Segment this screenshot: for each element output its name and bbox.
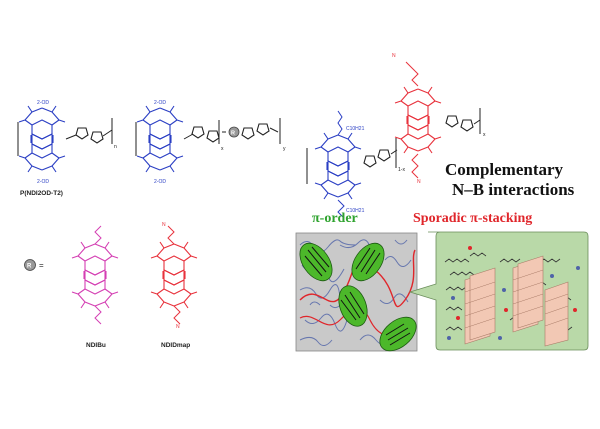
p3-index-x: x — [483, 132, 486, 138]
p3-index-1x: 1-x — [398, 167, 405, 173]
p3-side-bottom: C10H21 — [346, 208, 365, 214]
complementary-line2: N–B interactions — [452, 180, 575, 199]
naphthalene-diimide-icon — [314, 132, 362, 200]
speech-bubble-icon — [408, 231, 589, 351]
thiophene-icon — [445, 115, 459, 128]
thiophene-icon — [256, 123, 270, 136]
r-group-icon — [24, 259, 36, 271]
polymer-copolymer-r — [135, 105, 281, 173]
p2-index-y: y — [283, 146, 286, 152]
p3-side-top: C10H21 — [346, 126, 365, 132]
thiophene-icon — [377, 149, 391, 162]
dimethylamino-icon: N — [417, 179, 421, 185]
thiophene-icon — [241, 127, 255, 140]
pi-order-panel — [292, 232, 423, 358]
thiophene-icon — [206, 130, 220, 143]
alkyl-chain-icon — [337, 110, 343, 136]
polymer-p-ndi2od-t2 — [17, 105, 113, 173]
naphthalene-diimide-icon — [394, 86, 442, 154]
ndibu-structure — [71, 225, 119, 325]
p2-sub-top: 2-OD — [154, 100, 166, 106]
naphthalene-diimide-icon — [71, 241, 119, 309]
naphthalene-diimide-icon — [18, 105, 66, 173]
sporadic-panel — [444, 246, 580, 347]
legend-r-symbol: R — [27, 264, 32, 270]
pi-order-label: π-order — [312, 211, 358, 226]
p1-name: P(NDI2OD-T2) — [20, 190, 63, 197]
legend-equals: = — [39, 261, 44, 270]
thiophene-icon — [75, 127, 89, 140]
thiophene-icon — [460, 119, 474, 132]
r-group-icon — [228, 126, 240, 138]
p2-sub-bottom: 2-OD — [154, 179, 166, 185]
p1-sub-top: 2-OD — [37, 100, 49, 106]
p2-index-x: x — [221, 146, 224, 152]
complementary-line1: Complementary — [445, 160, 564, 179]
thiophene-icon — [363, 155, 377, 168]
thiophene-icon — [90, 131, 104, 144]
p1-sub-bottom: 2-OD — [37, 179, 49, 185]
dimethylamino-icon: N — [176, 324, 180, 330]
dimethylamino-icon: N — [392, 53, 396, 59]
ndidmap-name: NDIDmap — [161, 342, 190, 349]
p1-index: n — [114, 144, 117, 150]
thiophene-icon — [191, 126, 205, 139]
p2-r-symbol: R — [231, 131, 235, 137]
ndibu-name: NDIBu — [86, 342, 106, 349]
sporadic-label: Sporadic π-stacking — [413, 211, 532, 226]
dimethylamino-icon: N — [162, 222, 166, 228]
naphthalene-diimide-icon — [150, 241, 198, 309]
naphthalene-diimide-icon — [136, 105, 184, 173]
ndidmap-structure — [150, 225, 198, 325]
polymer-complementary — [306, 61, 481, 219]
